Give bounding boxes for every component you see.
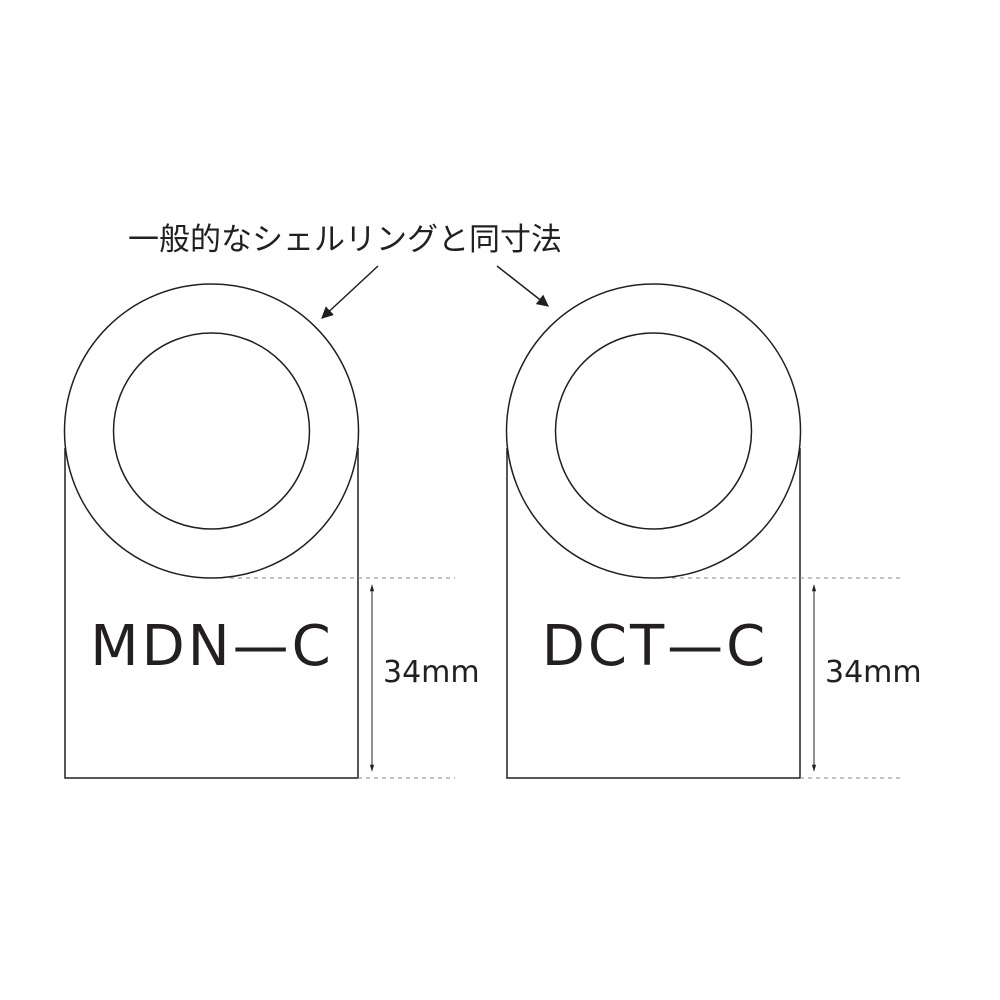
tag-mdn-c-outer-ring [63, 283, 360, 579]
right-pointer-arrow [496, 265, 549, 307]
tag-dct-c: DCT—C 34mm [505, 283, 922, 779]
tag-mdn-c-dimension-label: 34mm [383, 655, 480, 690]
left-pointer-arrow [321, 265, 379, 319]
tag-mdn-c-model-label: MDN—C [90, 614, 333, 679]
tag-dct-c-inner-hole [554, 332, 753, 530]
tag-mdn-c-inner-hole [112, 332, 311, 530]
caption-text: 一般的なシェルリングと同寸法 [128, 222, 562, 258]
tag-mdn-c-body [64, 448, 359, 779]
tag-dct-c-body [506, 448, 801, 779]
tag-mdn-c: MDN—C 34mm [63, 283, 480, 779]
tag-dct-c-outer-ring [505, 283, 802, 579]
tag-dct-c-model-label: DCT—C [542, 614, 769, 679]
tag-dct-c-dimension-label: 34mm [825, 655, 922, 690]
